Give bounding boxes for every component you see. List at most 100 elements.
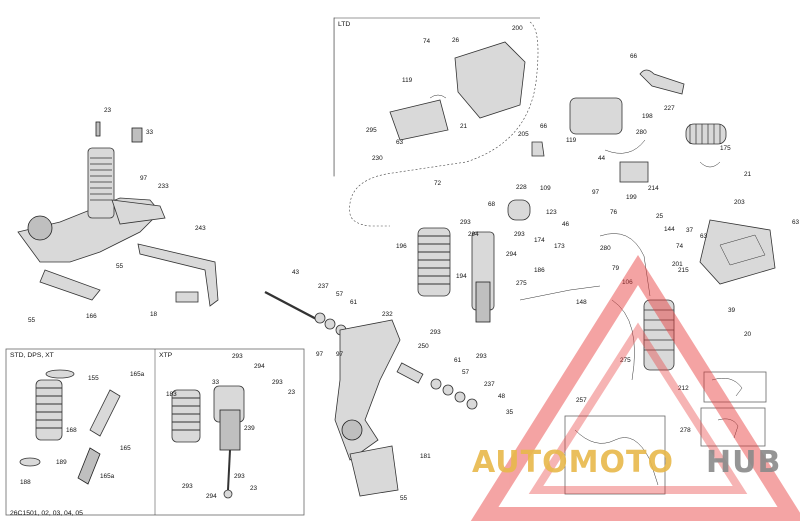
label-257: 257 <box>576 397 587 404</box>
xtp-title: XTP <box>159 352 173 359</box>
watermark-text-a: AUTOMOTO <box>472 445 674 480</box>
label-293b: 293 <box>514 231 525 238</box>
label-97d: 97 <box>336 351 344 358</box>
front-shock-center <box>417 199 531 323</box>
label-183: 183 <box>166 391 177 398</box>
label-25: 25 <box>656 213 664 220</box>
label-23b: 23 <box>288 389 296 396</box>
label-214a: 214 <box>648 185 659 192</box>
std-title: STD, DPS, XT <box>10 352 54 359</box>
label-39: 39 <box>728 307 736 314</box>
label-168: 168 <box>66 427 77 434</box>
label-227: 227 <box>664 105 675 112</box>
label-63c: 63 <box>700 233 708 240</box>
label-61b: 61 <box>454 357 462 364</box>
label-294c: 294 <box>254 363 265 370</box>
std-shock-inset <box>19 369 121 485</box>
label-239: 239 <box>244 425 255 432</box>
diagram-code: 26C1501, 02, 03, 04, 05 <box>10 510 83 517</box>
label-46: 46 <box>562 221 570 228</box>
label-194: 194 <box>456 273 467 280</box>
right-linkage <box>519 233 743 486</box>
label-293d: 293 <box>476 353 487 360</box>
detail-box-257 <box>564 415 666 495</box>
watermark-text-b: HUB <box>706 445 781 480</box>
label-33b: 33 <box>212 379 220 386</box>
label-63b: 63 <box>792 219 800 226</box>
label-148: 148 <box>576 299 587 306</box>
label-275a: 275 <box>516 280 527 287</box>
label-237a: 237 <box>318 283 329 290</box>
label-35: 35 <box>506 409 514 416</box>
trailing-arm <box>334 319 401 497</box>
label-61a: 61 <box>350 299 358 306</box>
label-201: 201 <box>672 261 683 268</box>
label-189: 189 <box>56 459 67 466</box>
ltd-title: LTD <box>338 21 350 28</box>
label-199: 199 <box>626 194 637 201</box>
label-144: 144 <box>664 226 675 233</box>
label-33: 33 <box>146 129 154 136</box>
label-55c: 55 <box>400 495 408 502</box>
label-200: 200 <box>512 25 523 32</box>
label-196: 196 <box>396 243 407 250</box>
label-63a: 63 <box>396 139 404 146</box>
label-233: 233 <box>158 183 169 190</box>
label-280a: 280 <box>636 129 647 136</box>
label-23c: 23 <box>250 485 258 492</box>
label-57a: 57 <box>336 291 344 298</box>
label-243: 243 <box>195 225 206 232</box>
label-123: 123 <box>546 209 557 216</box>
label-119b: 119 <box>566 137 577 144</box>
label-278: 278 <box>680 427 691 434</box>
label-68: 68 <box>488 201 496 208</box>
label-174: 174 <box>534 237 545 244</box>
detail-box-212 <box>703 371 767 403</box>
label-186: 186 <box>534 267 545 274</box>
label-175: 175 <box>720 145 731 152</box>
label-97b: 97 <box>592 189 600 196</box>
xtp-shock-inset <box>171 385 245 499</box>
label-106: 106 <box>622 279 633 286</box>
label-293h: 293 <box>182 483 193 490</box>
label-293e: 293 <box>232 353 243 360</box>
ltd-assembly <box>349 21 776 285</box>
label-237b: 237 <box>484 381 495 388</box>
label-44: 44 <box>598 155 606 162</box>
label-198: 198 <box>642 113 653 120</box>
label-173: 173 <box>554 243 565 250</box>
label-97c: 97 <box>316 351 324 358</box>
label-43: 43 <box>292 269 300 276</box>
label-228: 228 <box>516 184 527 191</box>
rear-suspension-assembly <box>17 121 219 307</box>
label-48: 48 <box>498 393 506 400</box>
label-37: 37 <box>686 227 694 234</box>
label-212: 212 <box>678 385 689 392</box>
label-66b: 66 <box>540 123 548 130</box>
label-165a-bot: 165a <box>100 473 115 480</box>
label-293f: 293 <box>272 379 283 386</box>
label-23: 23 <box>104 107 112 114</box>
label-232: 232 <box>382 311 393 318</box>
label-280b: 280 <box>600 245 611 252</box>
label-20: 20 <box>744 331 752 338</box>
label-165: 165 <box>120 445 131 452</box>
watermark-logo <box>470 254 800 521</box>
label-97: 97 <box>140 175 148 182</box>
label-295: 295 <box>366 127 377 134</box>
label-109: 109 <box>540 185 551 192</box>
label-293g: 293 <box>234 473 245 480</box>
label-250: 250 <box>418 343 429 350</box>
label-119a: 119 <box>402 77 413 84</box>
label-74b: 74 <box>676 243 684 250</box>
label-76a: 76 <box>610 209 618 216</box>
label-26: 26 <box>452 37 460 44</box>
label-205: 205 <box>518 131 529 138</box>
label-293a: 293 <box>460 219 471 226</box>
label-203: 203 <box>734 199 745 206</box>
label-21b: 21 <box>744 171 752 178</box>
label-55b: 55 <box>28 317 36 324</box>
label-230: 230 <box>372 155 383 162</box>
label-275b: 275 <box>620 357 631 364</box>
detail-box-278 <box>700 407 766 447</box>
